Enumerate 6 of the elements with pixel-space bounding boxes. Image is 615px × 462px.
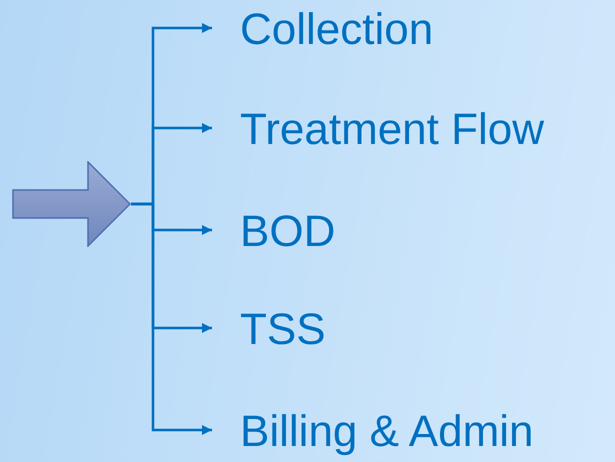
branch-label: BOD [212,207,336,257]
branch-label: Billing & Admin [212,407,534,457]
branch-label: Collection [212,5,434,55]
branch-label: Treatment Flow [212,105,544,155]
branch-label: TSS [212,305,326,355]
branch-arrow [131,202,212,435]
